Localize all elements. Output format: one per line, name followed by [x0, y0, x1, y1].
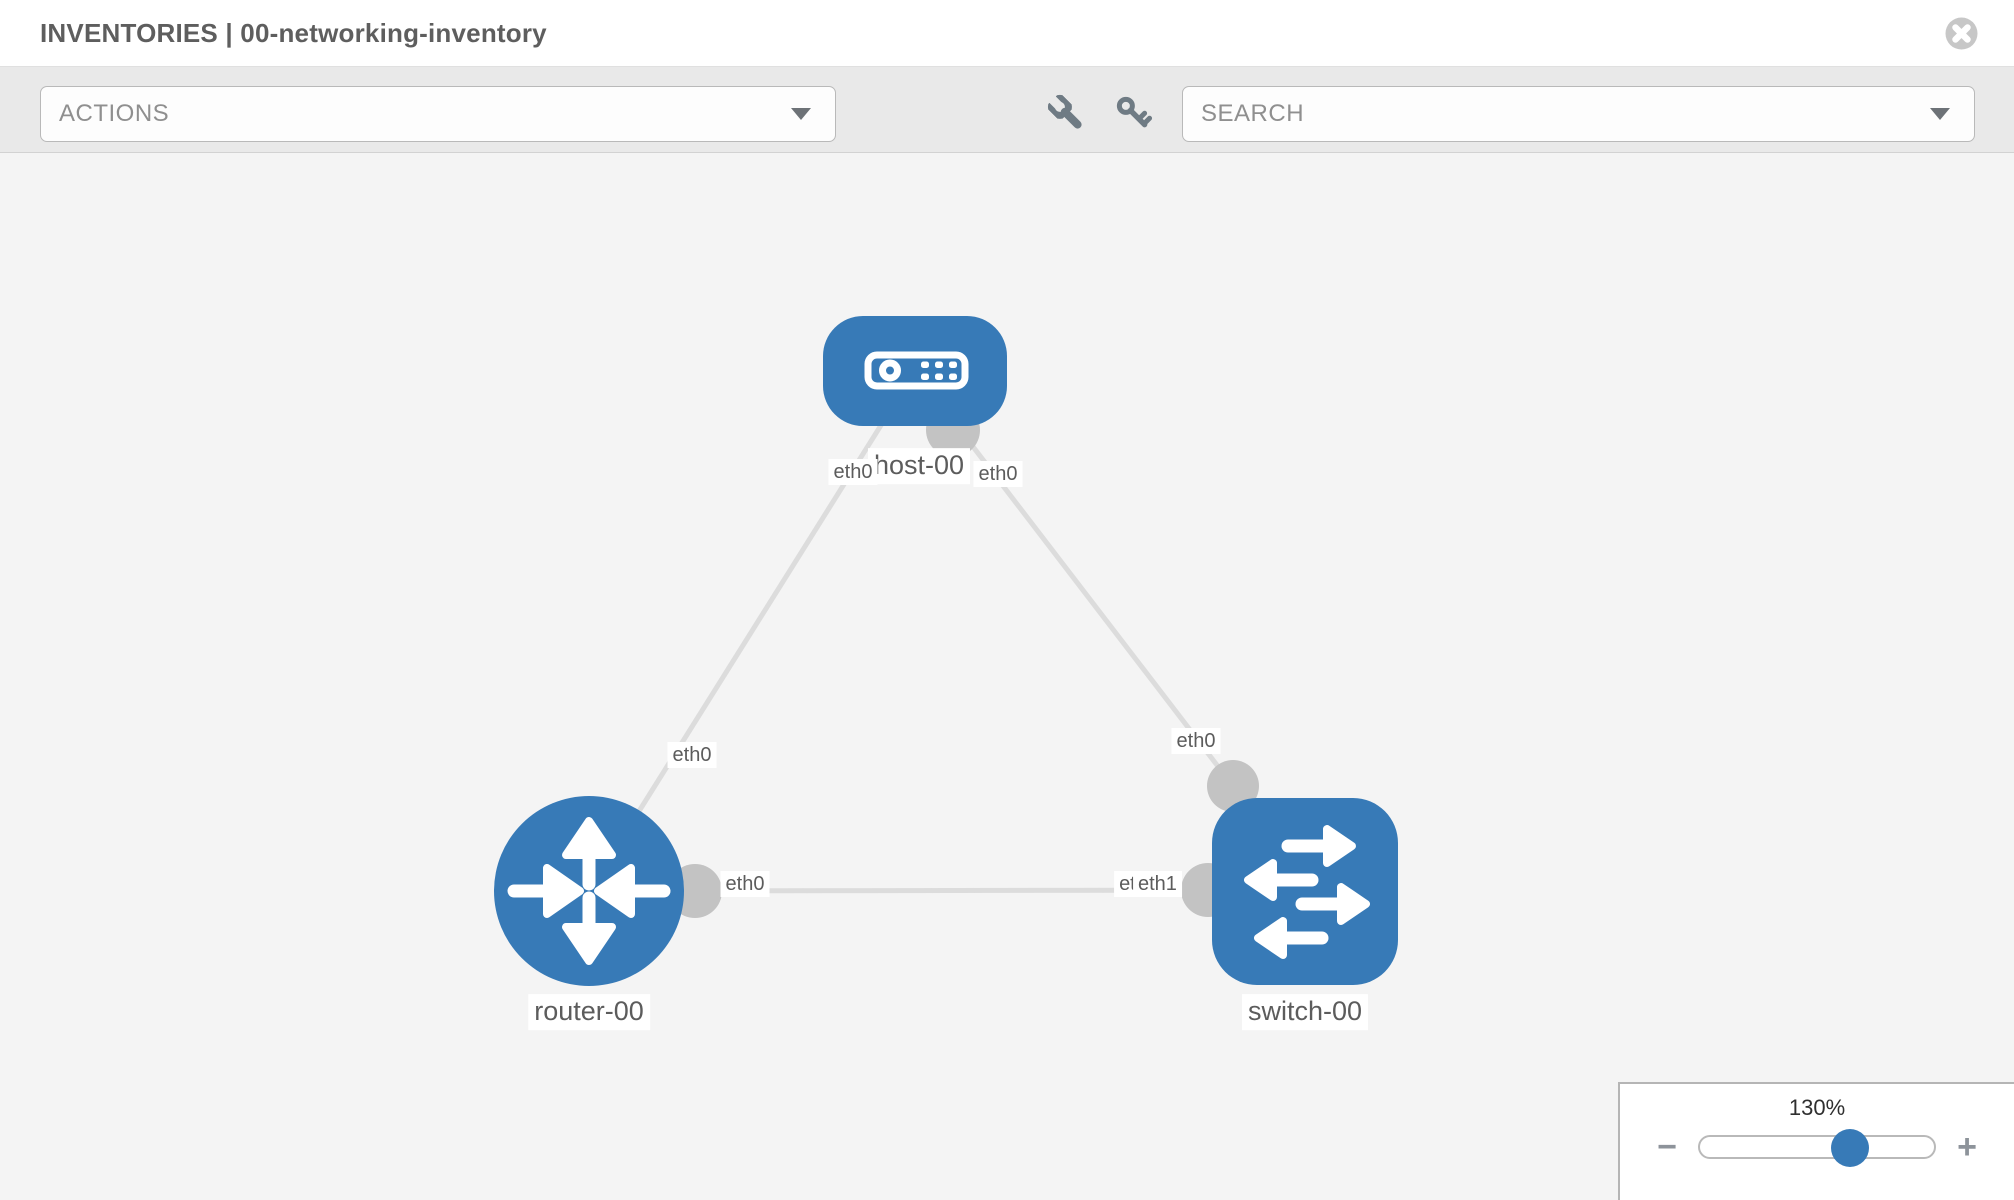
node-router[interactable]	[494, 796, 684, 986]
node-host[interactable]	[823, 316, 1007, 426]
interface-label: eth0	[1171, 728, 1221, 754]
close-button[interactable]	[1945, 17, 1978, 50]
zoom-in-button[interactable]: +	[1950, 1130, 1984, 1164]
search-dropdown[interactable]: SEARCH	[1182, 86, 1975, 142]
node-label-host: host-00	[867, 448, 971, 484]
configure-button[interactable]	[1043, 90, 1091, 138]
interface-label: eth0	[667, 742, 717, 768]
zoom-slider-track[interactable]	[1698, 1129, 1936, 1167]
host-icon	[864, 351, 969, 390]
zoom-level-value: 130%	[1788, 1095, 1846, 1120]
interface-label: eth0	[828, 459, 878, 485]
chevron-down-icon	[791, 108, 811, 120]
interface-label: eth1	[1133, 871, 1182, 897]
actions-dropdown-label: ACTIONS	[59, 100, 170, 127]
close-icon	[1945, 17, 1978, 50]
node-label-router: router-00	[528, 994, 650, 1030]
router-icon	[507, 817, 671, 965]
zoom-out-button[interactable]: −	[1650, 1130, 1684, 1164]
key-icon	[1116, 96, 1153, 128]
actions-dropdown[interactable]: ACTIONS	[40, 86, 836, 142]
toolbar: ACTIONS SEARCH	[0, 67, 2014, 153]
node-switch[interactable]	[1212, 798, 1398, 985]
header-bar: INVENTORIES | 00-networking-inventory	[0, 0, 2014, 67]
key-button[interactable]	[1110, 90, 1158, 138]
page-title: INVENTORIES | 00-networking-inventory	[40, 17, 547, 48]
switch-icon	[1244, 825, 1370, 959]
interface-label: eth0	[973, 461, 1023, 487]
node-label-switch: switch-00	[1241, 994, 1369, 1030]
interface-label: eth0	[720, 871, 770, 897]
zoom-slider-thumb[interactable]	[1830, 1129, 1869, 1167]
chevron-down-icon	[1930, 108, 1950, 120]
connector-dot[interactable]	[1207, 760, 1259, 812]
zoom-panel: 130% − +	[1618, 1082, 2014, 1200]
topology-canvas[interactable]: host-00 router-00 switch-00 eth0 eth0 et…	[0, 153, 2014, 1200]
search-dropdown-label: SEARCH	[1201, 100, 1305, 127]
link-host-router[interactable]	[586, 369, 918, 893]
wrench-icon	[1047, 94, 1082, 129]
